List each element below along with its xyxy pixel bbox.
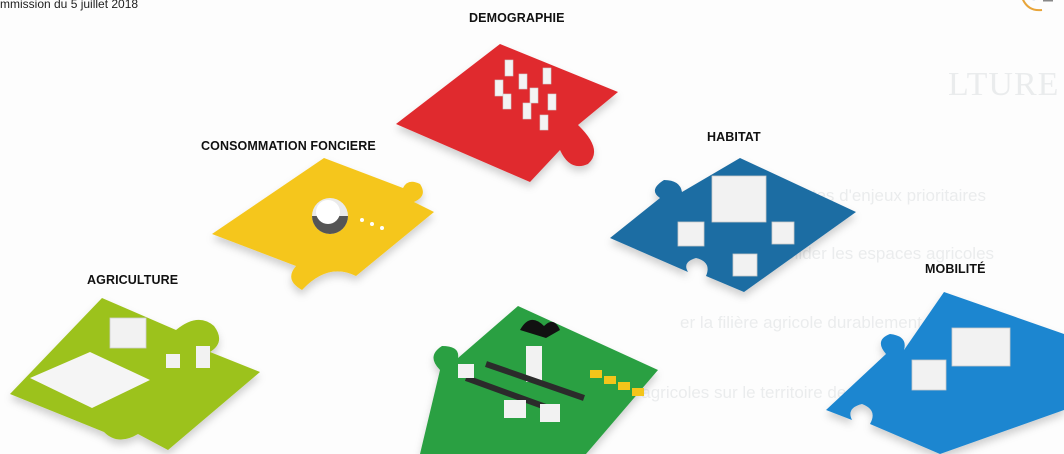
background-title: LTURE (948, 66, 1060, 103)
puzzle-piece-demographie (396, 44, 618, 182)
label-consommation-fonciere: CONSOMMATION FONCIERE (201, 139, 376, 153)
organization-logo (1022, 0, 1053, 12)
label-habitat: HABITAT (707, 130, 761, 144)
label-mobilite: MOBILITÉ (925, 262, 986, 276)
vehicle-icons (911, 327, 1011, 391)
header-date-text: mmission du 5 juillet 2018 (0, 0, 139, 11)
house-icons (677, 175, 795, 277)
piece-body (610, 158, 856, 292)
puzzle-piece-habitat (610, 158, 856, 292)
farm-icons (30, 317, 210, 408)
piece-body (396, 44, 618, 182)
background-line-1: pistes d'enjeux prioritaires (790, 186, 987, 205)
town-icons (458, 319, 644, 422)
label-demographie: DEMOGRAPHIE (469, 11, 565, 25)
globe-icon (312, 198, 384, 234)
label-agriculture: AGRICULTURE (87, 273, 179, 287)
people-icons (494, 59, 557, 131)
background-line-3: er la filière agricole durablement (680, 313, 922, 332)
